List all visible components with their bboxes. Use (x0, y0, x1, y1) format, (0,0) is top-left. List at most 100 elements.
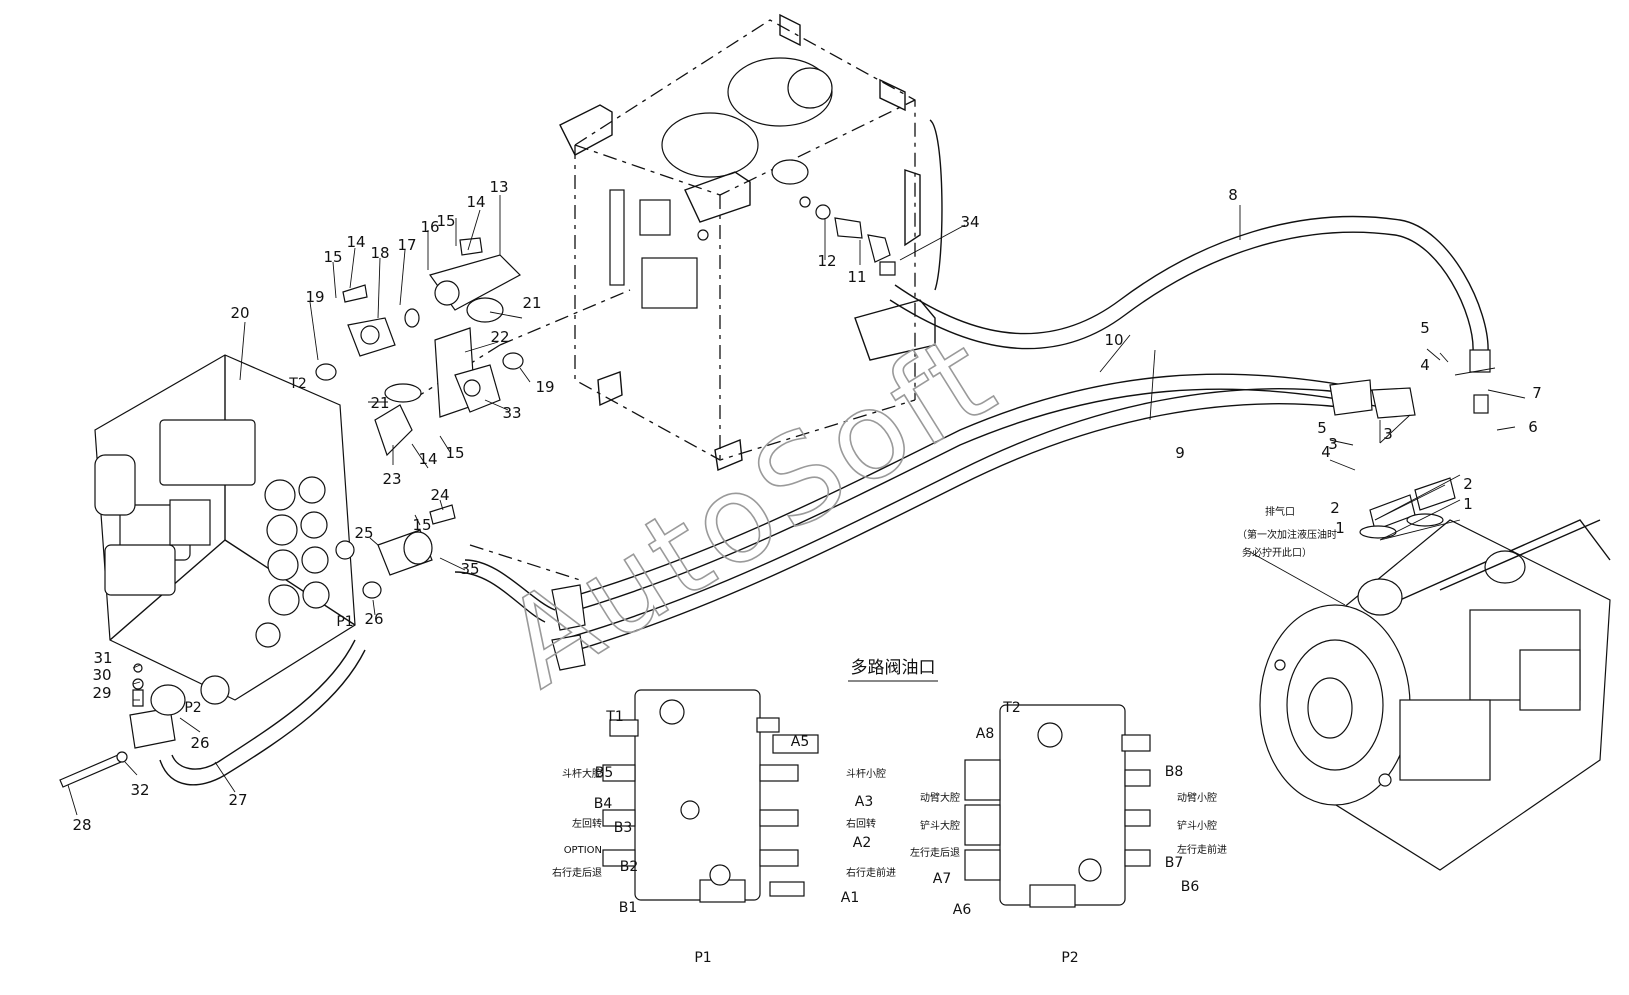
part-callout: 25 (354, 524, 373, 542)
part-callout: 5 (1317, 419, 1327, 437)
part-callout: 26 (190, 734, 209, 752)
part-callout: 24 (430, 486, 449, 504)
part-callout: 14 (466, 193, 485, 211)
suction-hose-8 (889, 215, 1491, 414)
part-callout: 22 (490, 328, 509, 346)
part-callout: 8 (1228, 186, 1238, 204)
left-valve-port-label: A1 (841, 890, 859, 906)
part-callout: 12 (817, 252, 836, 270)
part-callout: 19 (535, 378, 554, 396)
pressure-hoses-9-10 (551, 373, 1416, 671)
right-valve-function-label: 铲斗小腔 (1177, 819, 1217, 832)
part-callout: 21 (370, 394, 389, 412)
left-valve-function-label: 左回转 (572, 817, 602, 830)
left-valve-port-label: B4 (594, 796, 613, 812)
part-callout: 14 (418, 450, 437, 468)
pump-vent-note-line: 务必拧开此口） (1242, 546, 1312, 559)
right-valve-port-label: A8 (976, 726, 994, 742)
part-callout: 15 (436, 212, 455, 230)
left-valve-function-label: 斗杆小腔 (846, 767, 886, 780)
right-valve-function-label: 左行走前进 (1177, 843, 1227, 856)
leader-lines (67, 195, 1526, 816)
right-valve-port-label: B8 (1165, 764, 1184, 780)
part-callout: 27 (228, 791, 247, 809)
part-callout: 14 (346, 233, 365, 251)
part-callout: 4 (1420, 356, 1430, 374)
part-callout: 17 (397, 236, 416, 254)
left-valve-port-label: A2 (853, 835, 871, 851)
part-callout: 7 (1532, 384, 1542, 402)
part-callout: 34 (960, 213, 979, 231)
valve-ports-title: 多路阀油口 (851, 658, 936, 678)
valve-spools (255, 476, 330, 648)
right-valve-port-label: B6 (1181, 879, 1200, 895)
part-callout: 15 (412, 516, 431, 534)
part-callout: 32 (130, 781, 149, 799)
part-callout: 16 (420, 218, 439, 236)
part-callout: 31 (93, 649, 112, 667)
left-valve-function-label: 右行走后退 (552, 866, 602, 879)
left-valve-port-label: T1 (605, 709, 623, 725)
left-valve-port-label: P1 (694, 950, 711, 966)
left-valve-function-label: 右回转 (846, 817, 876, 830)
part-callout: 13 (489, 178, 508, 196)
left-valve-port-label: B3 (614, 820, 633, 836)
part-callout: 28 (72, 816, 91, 834)
part-callout: 15 (445, 444, 464, 462)
part-callout: 29 (92, 684, 111, 702)
part-callout: 10 (1104, 331, 1123, 349)
part-callout: 21 (522, 294, 541, 312)
right-valve-port-label: T2 (1002, 700, 1020, 716)
part-callout: 20 (230, 304, 249, 322)
valve-bolts-28-32 (59, 663, 186, 788)
part-callout: 2 (1330, 499, 1340, 517)
return-line-27 (159, 289, 631, 786)
right-valve-port-label: B7 (1165, 855, 1184, 871)
right-valve-function-label: 铲斗大腔 (920, 819, 960, 832)
flange-assembly (315, 237, 524, 457)
part-callout: 30 (92, 666, 111, 684)
left-valve-port-label: A3 (855, 794, 873, 810)
part-callout: 33 (502, 404, 521, 422)
part-callout: 2 (1463, 475, 1473, 493)
part-callout: 19 (305, 288, 324, 306)
right-valve-function-label: 左行走后退 (910, 846, 960, 859)
part-callout: 23 (382, 470, 401, 488)
multi-way-control-valve (94, 354, 356, 705)
tank-outlet-fittings (799, 196, 896, 276)
left-valve-port-label: B2 (620, 859, 639, 875)
left-valve-port-label: B5 (595, 765, 614, 781)
part-callout: 4 (1321, 443, 1331, 461)
valve-port-t2-label: T2 (288, 376, 306, 392)
right-valve-port-label: A6 (953, 902, 972, 918)
valve-port-p2-label: P2 (184, 700, 201, 716)
right-valve-port-label: P2 (1061, 950, 1078, 966)
part-callout: 26 (364, 610, 383, 628)
part-callout: 11 (847, 268, 866, 286)
pump-vent-note-line: （第一次加注液压油时 (1237, 528, 1337, 541)
hydraulic-tank (559, 13, 943, 471)
part-callout: 15 (323, 248, 342, 266)
part-callout: 1 (1335, 519, 1345, 537)
watermark: AutoSoft (482, 307, 1020, 715)
part-callout: 5 (1420, 319, 1430, 337)
left-valve-function-label: OPTION (564, 845, 602, 856)
left-valve-function-label: 右行走前进 (846, 866, 896, 879)
main-pump (1259, 477, 1611, 871)
left-valve-port-label: A5 (791, 734, 809, 750)
left-valve-function-label: 斗杆大腔 (562, 767, 602, 780)
part-callout: 3 (1328, 435, 1338, 453)
part-callout: 18 (370, 244, 389, 262)
return-fittings-24-26-35 (362, 504, 456, 599)
part-callout: 9 (1175, 444, 1185, 462)
right-valve-function-label: 动臂小腔 (1177, 791, 1217, 804)
part-callout: 6 (1528, 418, 1538, 436)
right-valve-function-label: 动臂大腔 (920, 791, 960, 804)
